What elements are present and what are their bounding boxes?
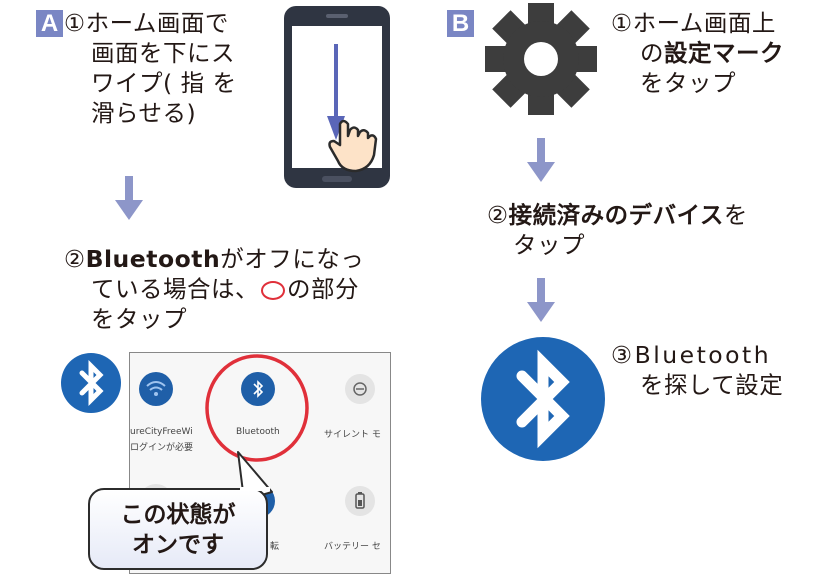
bluetooth-tile-label: Bluetooth <box>236 427 280 437</box>
arrow-down-icon <box>115 176 143 220</box>
battery-icon[interactable] <box>344 485 376 517</box>
step1-line3: ワイプ( 指 を <box>91 69 237 97</box>
battery-tile-label: バッテリー セ <box>324 542 381 552</box>
gear-icon <box>485 3 597 115</box>
red-circle-icon <box>261 281 285 300</box>
callout-box: この状態が オンです <box>88 488 268 570</box>
hand-icon <box>328 119 378 173</box>
wifi-icon <box>139 372 173 406</box>
bluetooth-icon <box>481 337 605 461</box>
callout-line2: オンです <box>132 532 224 558</box>
arrow-down-icon <box>527 138 555 182</box>
b-step1-line2: の設定マーク <box>640 39 784 67</box>
rotate-tile-label: 転 <box>270 542 280 552</box>
do-not-disturb-icon[interactable] <box>344 373 376 405</box>
phone-swipe-illustration <box>284 6 390 188</box>
step2-line1: ②Bluetoothがオフになっ <box>64 245 365 273</box>
b-step1-line3: をタップ <box>640 69 736 97</box>
b-step2-line1: ②接続済みのデバイスを <box>487 201 748 229</box>
callout-line1: この状態が <box>120 502 236 528</box>
highlight-circle <box>205 354 309 501</box>
step1-line2: 画面を下にス <box>91 39 235 67</box>
wifi-tile-sublabel: ログインが必要 <box>130 443 194 453</box>
b-step2-line2: タップ <box>513 231 585 259</box>
badge-a: A <box>36 10 63 37</box>
wifi-tile-label: ureCityFreeWi <box>130 427 193 437</box>
step1-line4: 滑らせる) <box>91 99 197 127</box>
arrow-down-icon <box>527 278 555 322</box>
b-step3-line1: ③Bluetooth <box>611 341 772 369</box>
step2-line3: をタップ <box>91 305 187 333</box>
step2-line2: ている場合は、の部分 <box>91 275 359 303</box>
bluetooth-tile-icon[interactable] <box>240 371 276 407</box>
bluetooth-icon <box>61 353 121 413</box>
b-step1-line1: ①ホーム画面上 <box>611 9 776 37</box>
step1-line1: ①ホーム画面で <box>64 9 229 37</box>
silent-tile-label: サイレント モ <box>324 430 381 440</box>
callout-tail-seam <box>240 487 270 491</box>
b-step3-line2: を探して設定 <box>640 371 784 399</box>
badge-b: B <box>447 10 474 37</box>
